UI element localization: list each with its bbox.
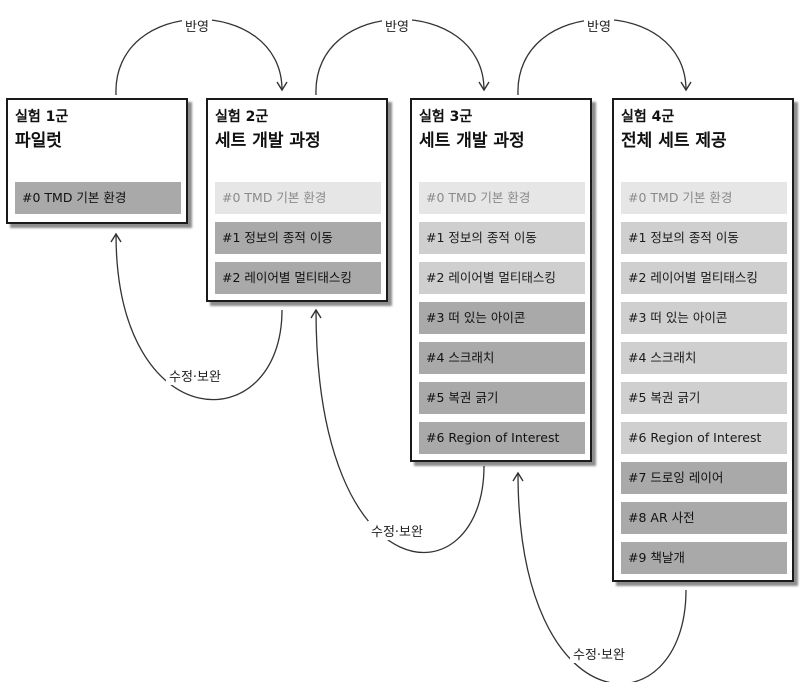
item-tmd-base: #0 TMD 기본 환경 bbox=[15, 182, 181, 214]
item-layer-multitask: #2 레이어별 멀티태스킹 bbox=[215, 262, 381, 294]
group-2-box: 실험 2군 세트 개발 과정 #0 TMD 기본 환경 #1 정보의 종적 이동… bbox=[206, 98, 388, 302]
arrow-back-3-to-2 bbox=[310, 308, 485, 554]
group-subtitle: 파일럿 bbox=[15, 131, 62, 151]
item-vertical-info: #1 정보의 종적 이동 bbox=[215, 222, 381, 254]
group-title: 실험 2군 bbox=[215, 109, 269, 125]
group-4-box: 실험 4군 전체 세트 제공 #0 TMD 기본 환경 #1 정보의 종적 이동… bbox=[612, 98, 794, 582]
item-drawing-layer: #7 드로잉 레이어 bbox=[621, 462, 787, 494]
item-region-of-interest: #6 Region of Interest bbox=[419, 422, 585, 454]
item-book-flap: #9 책날개 bbox=[621, 542, 787, 574]
item-floating-icon: #3 떠 있는 아이콘 bbox=[419, 302, 585, 334]
item-layer-multitask: #2 레이어별 멀티태스킹 bbox=[621, 262, 787, 294]
forward-label-2: 반영 bbox=[382, 16, 412, 35]
backward-label-1: 수정·보완 bbox=[166, 366, 224, 385]
group-3-box: 실험 3군 세트 개발 과정 #0 TMD 기본 환경 #1 정보의 종적 이동… bbox=[410, 98, 592, 462]
arrow-back-4-to-3 bbox=[512, 471, 687, 682]
forward-label-1: 반영 bbox=[182, 16, 212, 35]
backward-label-3: 수정·보완 bbox=[570, 644, 628, 663]
group-title: 실험 3군 bbox=[419, 109, 473, 125]
group-title: 실험 1군 bbox=[15, 109, 69, 125]
item-vertical-info: #1 정보의 종적 이동 bbox=[419, 222, 585, 254]
forward-label-3: 반영 bbox=[584, 16, 614, 35]
item-floating-icon: #3 떠 있는 아이콘 bbox=[621, 302, 787, 334]
item-lottery-scratch: #5 복권 긁기 bbox=[419, 382, 585, 414]
item-scratch: #4 스크래치 bbox=[419, 342, 585, 374]
item-vertical-info: #1 정보의 종적 이동 bbox=[621, 222, 787, 254]
item-lottery-scratch: #5 복권 긁기 bbox=[621, 382, 787, 414]
group-title: 실험 4군 bbox=[621, 109, 675, 125]
item-tmd-base: #0 TMD 기본 환경 bbox=[215, 182, 381, 214]
item-tmd-base: #0 TMD 기본 환경 bbox=[419, 182, 585, 214]
group-subtitle: 세트 개발 과정 bbox=[419, 131, 525, 151]
arrow-back-2-to-1 bbox=[110, 232, 283, 401]
item-ar-dictionary: #8 AR 사전 bbox=[621, 502, 787, 534]
group-subtitle: 전체 세트 제공 bbox=[621, 131, 727, 151]
item-region-of-interest: #6 Region of Interest bbox=[621, 422, 787, 454]
item-layer-multitask: #2 레이어별 멀티태스킹 bbox=[419, 262, 585, 294]
item-tmd-base: #0 TMD 기본 환경 bbox=[621, 182, 787, 214]
group-subtitle: 세트 개발 과정 bbox=[215, 131, 321, 151]
item-scratch: #4 스크래치 bbox=[621, 342, 787, 374]
backward-label-2: 수정·보완 bbox=[368, 521, 426, 540]
group-1-box: 실험 1군 파일럿 #0 TMD 기본 환경 bbox=[6, 98, 188, 224]
